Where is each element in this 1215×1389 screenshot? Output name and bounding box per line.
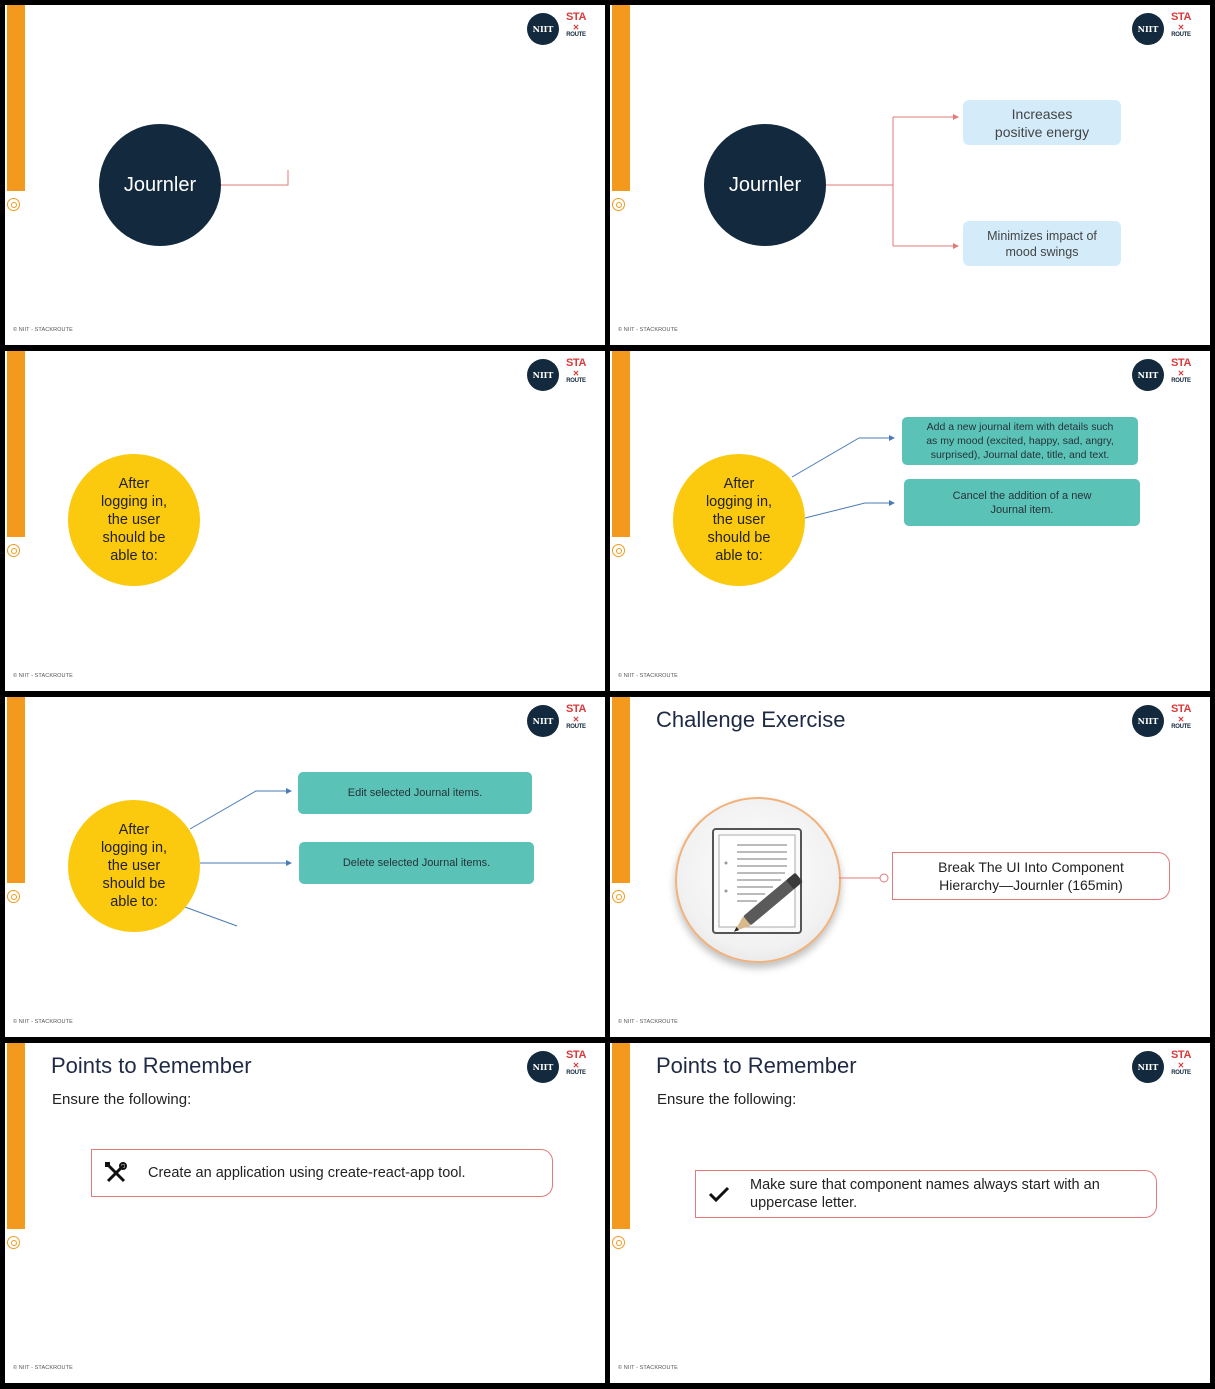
orange-accent-bar bbox=[7, 1043, 25, 1229]
checkmark-icon bbox=[706, 1181, 732, 1207]
niit-logo: NIIT bbox=[1132, 1051, 1164, 1083]
benefit-box-positive-energy: Increases positive energy bbox=[963, 100, 1121, 145]
copyright-text: © NIIT - STACKROUTE bbox=[13, 1019, 73, 1025]
copyright-text: © NIIT - STACKROUTE bbox=[618, 327, 678, 333]
user-actions-circle: After logging in, the user should be abl… bbox=[673, 454, 805, 586]
slide-4[interactable]: NIIT STA✕ROUTE After logging in, the use… bbox=[610, 351, 1210, 691]
circle-marker-icon bbox=[612, 1236, 625, 1249]
slide-7[interactable]: NIIT STA✕ROUTE Points to Remember Ensure… bbox=[5, 1043, 605, 1383]
connector-lines bbox=[610, 5, 1210, 345]
logo: NIIT STA✕ROUTE bbox=[527, 1051, 589, 1085]
slide-2[interactable]: NIIT STA✕ROUTE Journler Increases positi… bbox=[610, 5, 1210, 345]
circle-marker-icon bbox=[7, 1236, 20, 1249]
action-box-delete-journal-items: Delete selected Journal items. bbox=[299, 842, 534, 884]
journler-circle: Journler bbox=[99, 124, 221, 246]
copyright-text: © NIIT - STACKROUTE bbox=[618, 673, 678, 679]
copyright-text: © NIIT - STACKROUTE bbox=[13, 327, 73, 333]
niit-logo: NIIT bbox=[527, 1051, 559, 1083]
challenge-box: Break The UI Into Component Hierarchy—Jo… bbox=[892, 852, 1170, 900]
tools-icon bbox=[102, 1159, 130, 1187]
reminder-box: Make sure that component names always st… bbox=[695, 1170, 1157, 1218]
stackroute-logo: STA✕ROUTE bbox=[565, 358, 587, 392]
journler-circle: Journler bbox=[704, 124, 826, 246]
niit-logo: NIIT bbox=[527, 359, 559, 391]
slide-3[interactable]: NIIT STA✕ROUTE After logging in, the use… bbox=[5, 351, 605, 691]
copyright-text: © NIIT - STACKROUTE bbox=[618, 1019, 678, 1025]
reminder-text: Make sure that component names always st… bbox=[750, 1176, 1100, 1212]
slide-5[interactable]: NIIT STA✕ROUTE After logging in, the use… bbox=[5, 697, 605, 1037]
slide-8[interactable]: NIIT STA✕ROUTE Points to Remember Ensure… bbox=[610, 1043, 1210, 1383]
reminder-text: Create an application using create-react… bbox=[148, 1165, 466, 1181]
slide-title: Points to Remember bbox=[51, 1053, 252, 1079]
circle-marker-icon bbox=[7, 544, 20, 557]
action-box-add-journal-item: Add a new journal item with details such… bbox=[902, 417, 1138, 465]
action-box-edit-journal-items: Edit selected Journal items. bbox=[298, 772, 532, 814]
orange-accent-bar bbox=[7, 351, 25, 537]
slide-title: Points to Remember bbox=[656, 1053, 857, 1079]
user-actions-circle: After logging in, the user should be abl… bbox=[68, 454, 200, 586]
action-box-cancel-addition: Cancel the addition of a new Journal ite… bbox=[904, 479, 1140, 526]
slide-6[interactable]: NIIT STA✕ROUTE Challenge Exercise bbox=[610, 697, 1210, 1037]
slide-subtitle: Ensure the following: bbox=[52, 1091, 191, 1108]
reminder-box: Create an application using create-react… bbox=[91, 1149, 553, 1197]
logo: NIIT STA✕ROUTE bbox=[1132, 1051, 1194, 1085]
logo: NIIT STA✕ROUTE bbox=[527, 359, 589, 393]
copyright-text: © NIIT - STACKROUTE bbox=[13, 673, 73, 679]
copyright-text: © NIIT - STACKROUTE bbox=[13, 1365, 73, 1371]
stackroute-logo: STA✕ROUTE bbox=[565, 1050, 587, 1084]
copyright-text: © NIIT - STACKROUTE bbox=[618, 1365, 678, 1371]
orange-accent-bar bbox=[612, 1043, 630, 1229]
connector-lines bbox=[5, 5, 605, 345]
slide-1[interactable]: NIIT STA✕ROUTE Journler © NIIT - STACKRO… bbox=[5, 5, 605, 345]
slide-subtitle: Ensure the following: bbox=[657, 1091, 796, 1108]
benefit-box-mood-swings: Minimizes impact of mood swings bbox=[963, 221, 1121, 266]
user-actions-circle: After logging in, the user should be abl… bbox=[68, 800, 200, 932]
stackroute-logo: STA✕ROUTE bbox=[1170, 1050, 1192, 1084]
